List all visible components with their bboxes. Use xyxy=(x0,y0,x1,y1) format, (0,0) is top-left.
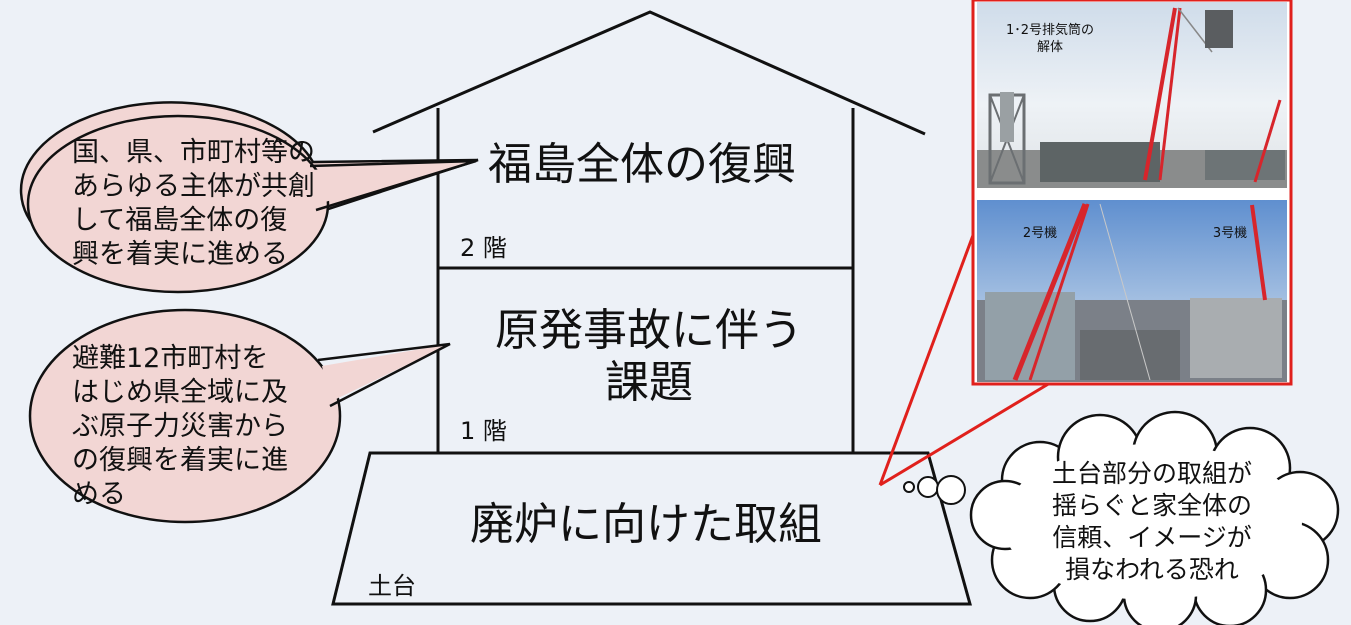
cloud-line: 揺らぐと家全体の xyxy=(1051,491,1252,520)
photo-top-caption: 1･2号排気筒の 解体 xyxy=(980,22,1120,56)
photo-top-caption-line2: 解体 xyxy=(1036,40,1063,55)
floor2-title: 福島全体の復興 xyxy=(488,139,796,190)
photo-unit3-label: 3号機 xyxy=(1212,226,1248,241)
cloud-line: 損なわれる恐れ xyxy=(1065,555,1239,584)
foundation xyxy=(331,451,972,606)
callout-line-2 xyxy=(879,381,1051,487)
thought-dot-small xyxy=(903,481,915,493)
floor2-label: 2 階 xyxy=(460,234,507,262)
bubble-bottom-line: の復興を着実に進 xyxy=(72,445,288,476)
photo-top-caption-line1: 1･2号排気筒の xyxy=(1005,23,1095,38)
bubble-top-text: 国、県、市町村等の あらゆる主体が共創 して福島全体の復 興を着実に進める xyxy=(72,136,315,272)
floor1-title-line2: 課題 xyxy=(605,357,693,408)
bubble-bottom-text: 避難12市町村を はじめ県全域に及 ぶ原子力災害から の復興を着実に進 める xyxy=(72,342,288,512)
thought-dot-large xyxy=(936,475,966,505)
photo-unit2-label: 2号機 xyxy=(1022,226,1058,241)
bubble-top-line: して福島全体の復 xyxy=(72,205,288,236)
bubble-top-line: 国、県、市町村等の xyxy=(72,137,315,168)
roof xyxy=(372,10,926,136)
photo-reactor-units xyxy=(977,200,1287,382)
foundation-title: 廃炉に向けた取組 xyxy=(470,499,822,550)
floor1-label: 1 階 xyxy=(460,417,507,445)
foundation-label: 土台 xyxy=(368,572,416,600)
speech-bubble-bottom xyxy=(28,308,342,524)
bubble-top-line: あらゆる主体が共創 xyxy=(72,171,315,202)
photo-exhaust-stack xyxy=(977,2,1287,188)
cloud-line: 信頼、イメージが xyxy=(1052,523,1252,552)
bubble-bottom-line: はじめ県全域に及 xyxy=(72,377,288,408)
cloud-line: 土台部分の取組が xyxy=(1051,459,1252,488)
bubble-bottom-line: 避難12市町村を xyxy=(72,343,269,374)
callout-line-1 xyxy=(878,229,977,486)
bubble-top-line: 興を着実に進める xyxy=(72,239,288,270)
bubble-bottom-line: ぶ原子力災害から xyxy=(72,411,288,442)
thought-dot-mid xyxy=(917,476,939,498)
floor1-title-line1: 原発事故に伴う xyxy=(495,305,803,356)
cloud-text: 土台部分の取組が 揺らぐと家全体の 信頼、イメージが 損なわれる恐れ xyxy=(1022,458,1282,586)
bubble-bottom-line: める xyxy=(72,479,126,510)
